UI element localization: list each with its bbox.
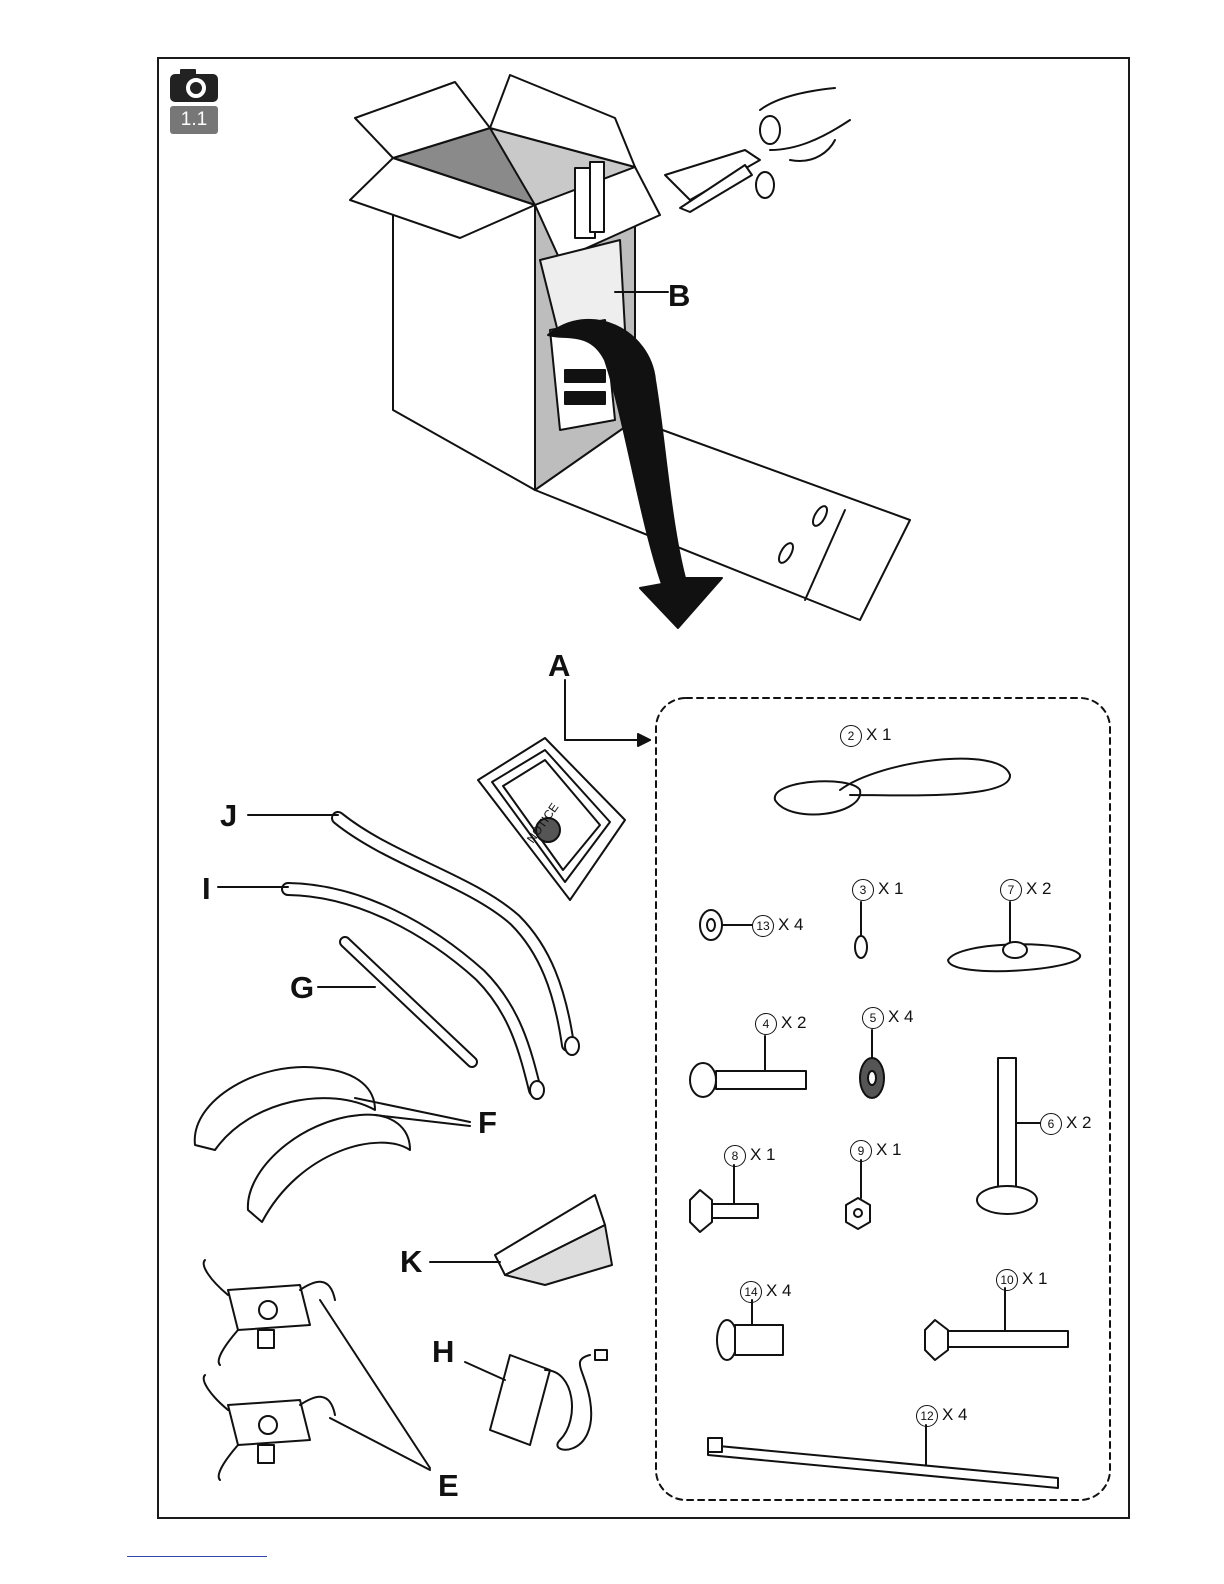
label-i: I [202, 873, 211, 904]
label-a: A [548, 650, 570, 681]
hardware-items [690, 759, 1080, 1488]
tines-e [204, 1260, 430, 1480]
rod-g [318, 942, 472, 1062]
handle-bar-i [218, 887, 544, 1099]
label-b: B [668, 280, 690, 311]
label-h: H [432, 1336, 454, 1367]
label-f: F [478, 1107, 497, 1138]
camera-icon [171, 70, 217, 101]
figure-number-badge: 1.1 [170, 106, 218, 134]
label-k: K [400, 1246, 422, 1277]
scissors-icon [665, 88, 850, 212]
label-j: J [220, 800, 237, 831]
label-g: G [290, 972, 314, 1003]
charger-h [465, 1350, 607, 1450]
handle-bar-j [248, 815, 579, 1055]
footer-rule [127, 1556, 267, 1557]
shields-f [195, 1067, 470, 1222]
part-k [430, 1195, 612, 1285]
manual-bag [478, 680, 650, 900]
label-e: E [438, 1470, 459, 1501]
hardware-panel [656, 698, 1110, 1500]
